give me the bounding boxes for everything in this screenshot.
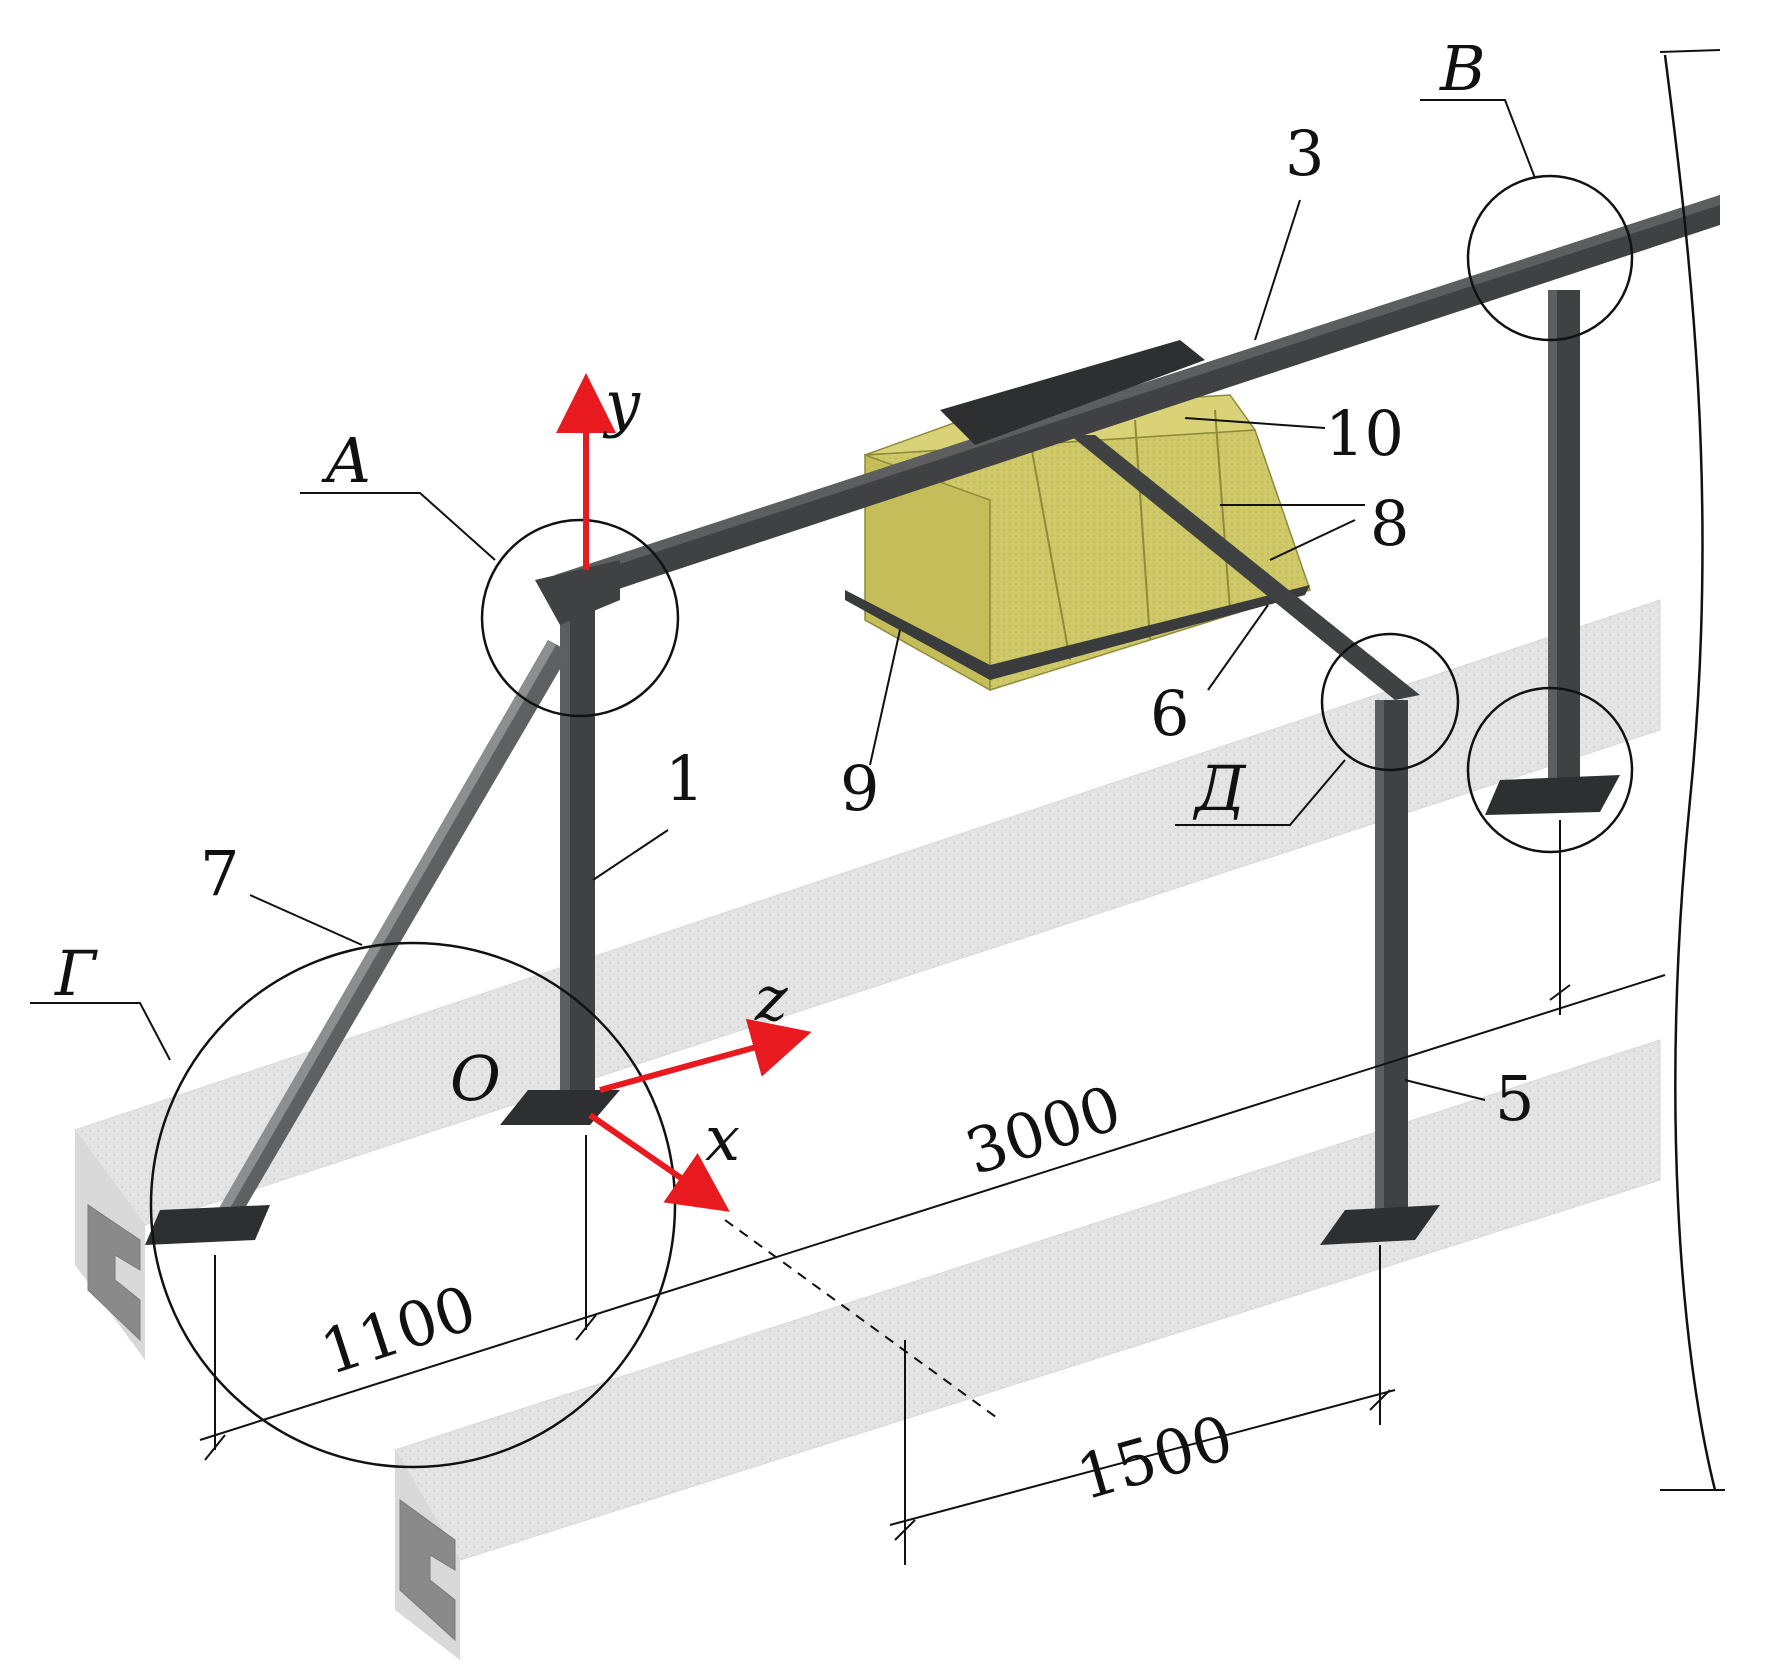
leader-D (1175, 759, 1346, 826)
dimension-lines (199, 820, 1666, 1565)
label-part-5: 5 (1495, 1062, 1534, 1135)
leader-10 (1184, 417, 1326, 429)
steel-frame (145, 195, 1720, 1245)
concrete-beam-far (74, 599, 1661, 1360)
x-axis-arrow (588, 1112, 730, 1212)
leader-3 (1254, 199, 1301, 341)
label-detail-D: Д (1192, 752, 1247, 825)
coordinate-axes (556, 373, 812, 1212)
label-detail-A: А (321, 424, 372, 497)
dimension-1500: 1500 (1069, 1401, 1241, 1515)
concrete-beam-near (394, 1039, 1661, 1660)
dimension-1100: 1100 (312, 1271, 485, 1389)
label-part-9: 9 (840, 752, 879, 825)
label-part-8: 8 (1370, 487, 1409, 560)
detail-circle-B-base (1466, 686, 1634, 854)
label-detail-G: Г (54, 937, 98, 1010)
leader-8b (1269, 519, 1356, 561)
label-axis-z: z (754, 962, 788, 1035)
detail-circle-B (1466, 174, 1634, 342)
leader-B (1420, 99, 1536, 179)
label-origin: O (450, 1042, 501, 1115)
label-axis-y: y (602, 367, 641, 440)
detail-circle-A (480, 518, 680, 718)
z-axis-arrow (599, 1018, 812, 1093)
label-axis-x: x (705, 1102, 740, 1175)
label-part-3: 3 (1285, 117, 1324, 190)
detail-circle-D (1320, 632, 1460, 772)
break-line (1663, 54, 1717, 1491)
label-part-1: 1 (665, 742, 704, 815)
leader-5 (1404, 1079, 1486, 1101)
label-part-10: 10 (1325, 397, 1404, 470)
leader-7 (249, 894, 363, 946)
leader-9 (869, 629, 901, 766)
leader-G (30, 1002, 171, 1061)
leader-6 (1207, 604, 1269, 691)
label-part-7: 7 (200, 837, 239, 910)
label-detail-B: В (1439, 32, 1486, 105)
leader-A (300, 492, 496, 561)
leader-1 (592, 829, 669, 881)
label-part-6: 6 (1150, 677, 1189, 750)
support-plate (845, 585, 1310, 680)
